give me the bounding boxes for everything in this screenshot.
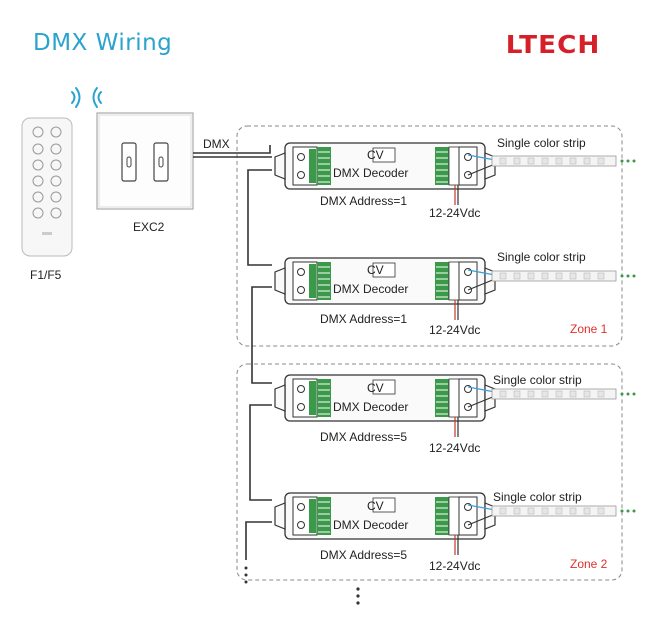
decoder-name: DMX Decoder bbox=[333, 166, 409, 180]
decoder-type: CV bbox=[367, 148, 384, 162]
decoder-name: DMX Decoder bbox=[333, 400, 409, 414]
remote-label: F1/F5 bbox=[30, 268, 62, 282]
decoder-type: CV bbox=[367, 499, 384, 513]
led-strip-icon bbox=[491, 505, 636, 517]
led-strip-icon bbox=[491, 270, 636, 282]
power-label: 12-24Vdc bbox=[429, 441, 481, 455]
wall-panel-icon bbox=[96, 112, 194, 210]
decoder-address: DMX Address=5 bbox=[320, 430, 408, 444]
decoder-icon bbox=[274, 492, 496, 540]
led-strip-icon bbox=[491, 388, 636, 400]
decoder-type: CV bbox=[367, 381, 384, 395]
power-label: 12-24Vdc bbox=[429, 206, 481, 220]
brand-logo: LTECH bbox=[505, 30, 601, 59]
panel-label: EXC2 bbox=[133, 220, 165, 234]
page-title: DMX Wiring bbox=[33, 30, 173, 56]
decoder-address: DMX Address=5 bbox=[320, 548, 408, 562]
remote-control-icon bbox=[21, 117, 73, 257]
zone-label: Zone 1 bbox=[570, 322, 608, 336]
decoder-type: CV bbox=[367, 263, 384, 277]
dmx-line-label: DMX bbox=[203, 137, 230, 151]
decoder-address: DMX Address=1 bbox=[320, 194, 408, 208]
zone1-boundary bbox=[236, 125, 623, 347]
decoder-address: DMX Address=1 bbox=[320, 312, 408, 326]
wifi-signal-icon bbox=[71, 87, 102, 108]
decoder-icon bbox=[274, 374, 496, 422]
continuation-dots bbox=[244, 566, 360, 605]
decoder-name: DMX Decoder bbox=[333, 282, 409, 296]
strip-label: Single color strip bbox=[493, 373, 582, 387]
strip-label: Single color strip bbox=[493, 490, 582, 504]
power-label: 12-24Vdc bbox=[429, 559, 481, 573]
strip-label: Single color strip bbox=[497, 136, 586, 150]
dmx-bus-wire bbox=[193, 145, 272, 560]
decoder-name: DMX Decoder bbox=[333, 518, 409, 532]
strip-label: Single color strip bbox=[497, 250, 586, 264]
power-label: 12-24Vdc bbox=[429, 323, 481, 337]
led-strip-icon bbox=[491, 155, 636, 167]
zone-label: Zone 2 bbox=[570, 557, 608, 571]
decoder-icon bbox=[274, 257, 496, 305]
power-and-strip-wires bbox=[454, 154, 496, 555]
zone2-boundary bbox=[236, 363, 623, 581]
